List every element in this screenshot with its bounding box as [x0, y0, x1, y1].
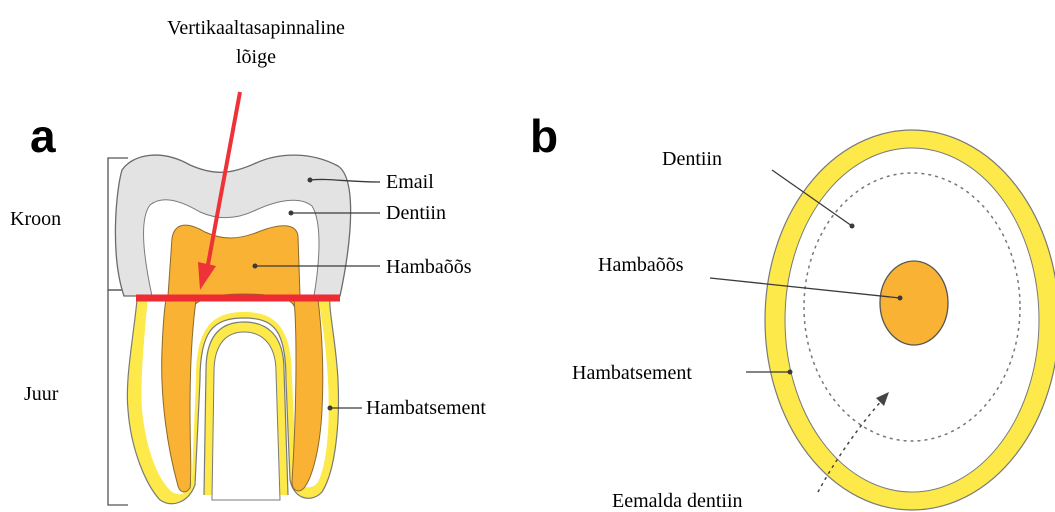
- enamel-label: Email: [386, 171, 434, 193]
- cut-label-line1: Vertikaaltasapinnaline: [167, 17, 345, 39]
- remove-dentin-label: Eemalda dentiin: [612, 490, 743, 512]
- crown-label: Kroon: [10, 208, 61, 230]
- dentin-label-b: Dentiin: [662, 148, 722, 170]
- dentin-label-a: Dentiin: [386, 202, 446, 224]
- cementum-label-a: Hambatsement: [366, 397, 486, 419]
- panel-b-letter: b: [530, 110, 558, 162]
- root-gap-inner: [212, 332, 280, 500]
- pulp-label-b: Hambaõõs: [598, 254, 684, 276]
- cross-section-pulp: [880, 261, 948, 345]
- cementum-label-b: Hambatsement: [572, 362, 692, 384]
- pulp-label-a: Hambaõõs: [386, 256, 472, 278]
- cut-label-line2: lõige: [236, 46, 276, 68]
- root-bracket: [108, 290, 128, 505]
- panel-a-letter: a: [30, 110, 56, 162]
- root-label: Juur: [24, 383, 59, 405]
